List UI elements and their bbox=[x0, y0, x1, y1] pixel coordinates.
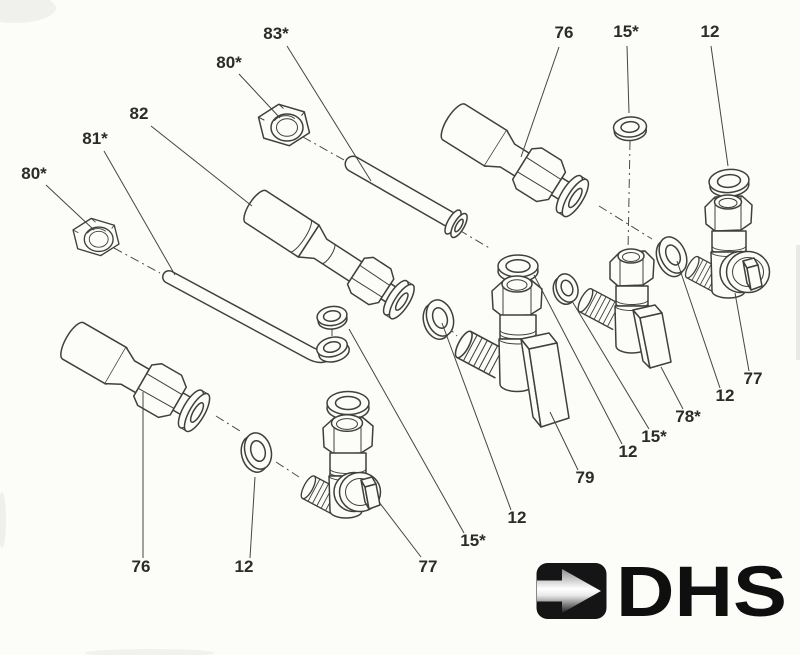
stepped-pipe-82 bbox=[238, 184, 421, 324]
leader-line bbox=[660, 366, 684, 410]
right-arrow-icon bbox=[537, 569, 601, 613]
leader-line bbox=[238, 73, 281, 119]
washer-15-flat bbox=[316, 305, 348, 330]
hex-nut-80-top bbox=[257, 103, 311, 147]
part-label-76-bottom: 76 bbox=[132, 557, 151, 576]
washer-15-top bbox=[612, 116, 648, 142]
part-labels: 80* 81* 82 80* 83* 76 15* 12 76 12 77 15… bbox=[21, 22, 762, 576]
leader-line bbox=[150, 125, 253, 207]
part-label-77-right: 77 bbox=[744, 369, 763, 388]
leader-line bbox=[520, 46, 560, 158]
washers bbox=[240, 116, 750, 473]
leader-line bbox=[348, 328, 465, 534]
washer-12-right bbox=[655, 236, 688, 278]
connector-76-top bbox=[434, 96, 596, 223]
washer-15-center bbox=[552, 273, 579, 305]
valve-77-right-knob bbox=[746, 264, 763, 291]
valve-77-right bbox=[682, 194, 771, 299]
leader-line bbox=[734, 292, 750, 372]
part-label-82: 82 bbox=[130, 104, 149, 123]
valve-77-bottom-knob bbox=[364, 483, 381, 510]
part-label-80-top: 80* bbox=[216, 53, 242, 72]
part-label-15-center-right: 15* bbox=[641, 427, 667, 446]
leader-line bbox=[286, 45, 372, 182]
leader-line bbox=[676, 260, 721, 389]
part-label-77-bottom: 77 bbox=[419, 557, 438, 576]
centerline bbox=[215, 415, 300, 478]
centerline bbox=[302, 136, 345, 161]
centerline bbox=[458, 229, 492, 250]
leader-line bbox=[571, 300, 650, 430]
leader-line bbox=[710, 45, 729, 167]
dhs-logo: DHS bbox=[536, 553, 787, 632]
leader-line bbox=[533, 274, 623, 445]
dhs-logo-text: DHS bbox=[616, 553, 787, 632]
part-label-80-left: 80* bbox=[21, 164, 47, 183]
part-label-12-top-right: 12 bbox=[701, 22, 720, 41]
valve-78 bbox=[574, 248, 672, 369]
valve-79-lever bbox=[528, 342, 570, 428]
part-label-79: 79 bbox=[576, 468, 595, 487]
centerline bbox=[598, 205, 653, 240]
part-label-83: 83* bbox=[263, 24, 289, 43]
leader-line bbox=[249, 476, 256, 559]
part-label-76-top: 76 bbox=[555, 23, 574, 42]
part-label-78: 78* bbox=[675, 407, 701, 426]
centerline bbox=[113, 247, 161, 274]
washer-12-bottom-left bbox=[240, 432, 273, 473]
washer-12-center bbox=[422, 299, 455, 340]
part-label-12-center-right: 12 bbox=[619, 442, 638, 461]
part-label-12-right: 12 bbox=[716, 386, 735, 405]
leader-lines bbox=[45, 45, 750, 559]
part-label-15-top: 15* bbox=[613, 22, 639, 41]
leader-line bbox=[378, 501, 422, 558]
bent-pipe-81 bbox=[162, 270, 350, 364]
valve-79 bbox=[451, 254, 570, 428]
hex-nut-80-left bbox=[72, 217, 120, 257]
centerline bbox=[627, 140, 631, 253]
leader-line bbox=[626, 45, 630, 114]
connector-76-bottom bbox=[54, 315, 217, 438]
part-label-15-lower-left: 15* bbox=[460, 531, 486, 550]
straight-pipe-83 bbox=[344, 155, 468, 239]
leader-line bbox=[549, 411, 579, 471]
washer-12-top-right bbox=[708, 168, 750, 198]
valve-77-bottom bbox=[297, 390, 382, 519]
part-label-81: 81* bbox=[82, 129, 108, 148]
part-label-12-center: 12 bbox=[508, 508, 527, 527]
leader-line bbox=[45, 184, 95, 231]
leader-line bbox=[103, 150, 176, 276]
part-label-12-bottom-left: 12 bbox=[235, 557, 254, 576]
leader-line bbox=[441, 322, 512, 511]
